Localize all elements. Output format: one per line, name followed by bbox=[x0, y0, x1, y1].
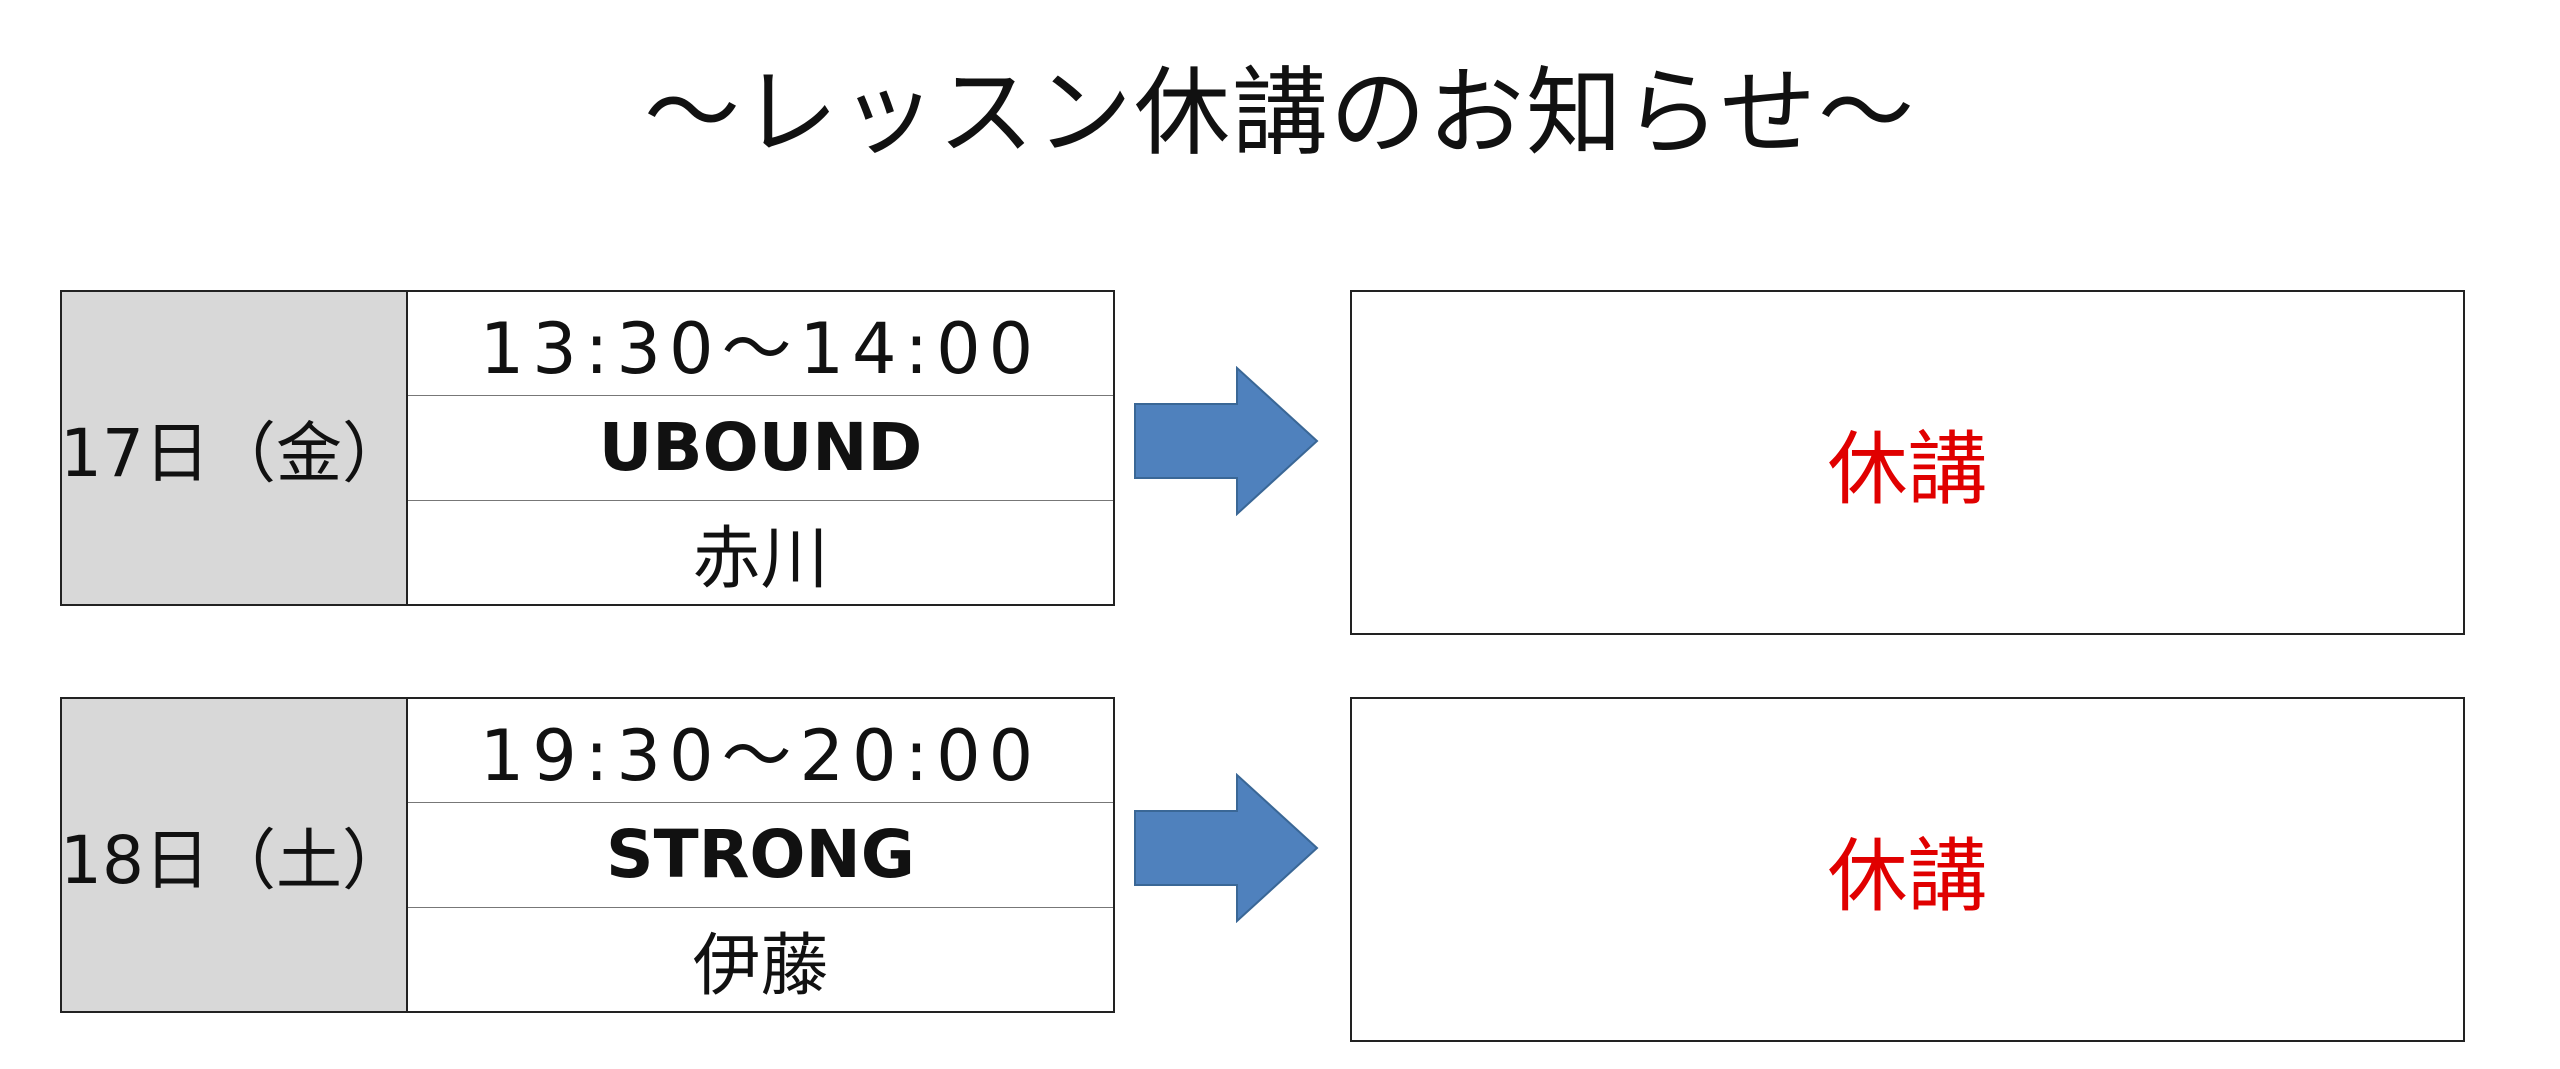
lesson-details: 13:30～14:00 UBOUND 赤川 bbox=[408, 292, 1113, 604]
lesson-time: 13:30～14:00 bbox=[479, 308, 1042, 391]
lesson-time: 19:30～20:00 bbox=[479, 715, 1042, 798]
right-arrow-icon bbox=[1134, 773, 1319, 923]
lesson-program: STRONG bbox=[408, 802, 1113, 906]
status-text: 休講 bbox=[1827, 829, 1988, 923]
lesson-details: 19:30～20:00 STRONG 伊藤 bbox=[408, 699, 1113, 1011]
lesson-instructor: 赤川 bbox=[408, 499, 1113, 604]
lesson-instructor: 伊藤 bbox=[408, 906, 1113, 1011]
lesson-date: 17日（金） bbox=[60, 292, 408, 604]
page-title: ～レッスン休講のお知らせ～ bbox=[643, 57, 1917, 169]
status-box: 休講 bbox=[1350, 290, 2465, 635]
right-arrow-icon bbox=[1134, 366, 1319, 516]
lesson-table: 18日（土） 19:30～20:00 STRONG 伊藤 bbox=[60, 697, 1115, 1013]
notice-row-2: 18日（土） 19:30～20:00 STRONG 伊藤 休講 bbox=[0, 697, 2560, 1042]
lesson-table: 17日（金） 13:30～14:00 UBOUND 赤川 bbox=[60, 290, 1115, 606]
status-box: 休講 bbox=[1350, 697, 2465, 1042]
lesson-date: 18日（土） bbox=[60, 699, 408, 1011]
status-text: 休講 bbox=[1827, 422, 1988, 516]
lesson-program: UBOUND bbox=[408, 395, 1113, 499]
notice-row-1: 17日（金） 13:30～14:00 UBOUND 赤川 休講 bbox=[0, 290, 2560, 635]
